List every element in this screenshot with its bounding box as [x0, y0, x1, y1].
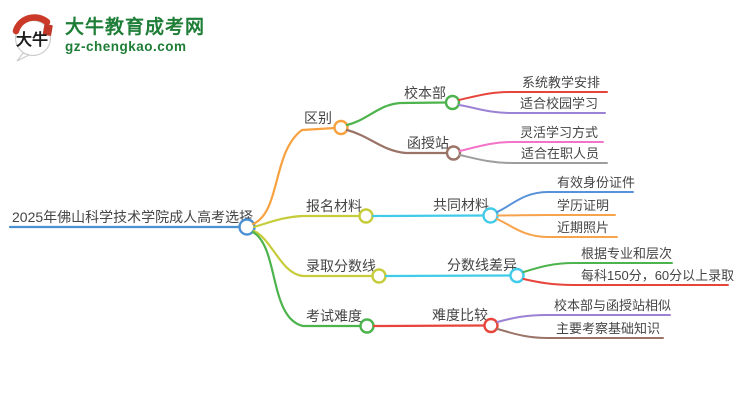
site-domain: gz-chengkao.com — [65, 39, 187, 54]
branch-exam-difficulty: 考试难度 难度比较 校本部与函授站相似 主要考察基础知识 — [251, 230, 671, 339]
leaf-working-people-label: 适合在职人员 — [521, 146, 599, 161]
leaf-flexible-learning-line — [459, 141, 604, 152]
leaf-working-people-line — [459, 154, 608, 164]
leaf-systematic-teaching-line — [458, 91, 608, 101]
node-common-materials-line — [371, 214, 485, 218]
branch-registration-materials-connector — [358, 208, 374, 224]
leaf-systematic-teaching-label: 系统教学安排 — [522, 75, 600, 90]
leaf-campus-study-line — [458, 104, 606, 114]
leaf-major-and-level-line — [522, 262, 673, 273]
branch-admission-score-label: 录取分数线 — [306, 258, 376, 274]
leaf-campus-study-label: 适合校园学习 — [520, 96, 598, 111]
branch-admission-score: 录取分数线 分数线差异 根据专业和层次 每科150分，60分以上录取 — [252, 229, 734, 286]
leaf-recent-photo-line — [496, 218, 618, 238]
leaf-education-proof: 学历证明 — [497, 198, 616, 217]
leaf-education-proof-line — [497, 214, 616, 217]
leaf-systematic-teaching: 系统教学安排 — [458, 75, 608, 101]
speech-bubble-tail — [16, 52, 31, 62]
node-difficulty-comparison-line — [372, 324, 486, 328]
node-common-materials: 共同材料 有效身份证件 学历证明 近期照片 — [371, 175, 635, 238]
node-correspondence-station: 函授站 灵活学习方式 适合在职人员 — [345, 125, 608, 164]
branch-difference: 区别 校本部 系统教学安排 适合校园学习 函授站 — [251, 75, 608, 226]
branch-exam-difficulty-label: 考试难度 — [306, 308, 362, 324]
leaf-major-and-level-label: 根据专业和层次 — [581, 246, 672, 261]
node-main-campus: 校本部 系统教学安排 适合校园学习 — [345, 75, 608, 127]
leaf-basic-knowledge-line — [496, 328, 664, 339]
leaf-basic-knowledge: 主要考察基础知识 — [496, 321, 664, 339]
branch-admission-score-connector — [371, 268, 387, 284]
site-logo: 大牛 大牛教育成考网 gz-chengkao.com — [10, 10, 205, 62]
logo-seal-stamp — [42, 23, 53, 36]
leaf-campus-study: 适合校园学习 — [458, 96, 606, 114]
branch-registration-materials-label: 报名材料 — [306, 198, 362, 214]
daniu-logo-icon: 大牛 — [12, 14, 53, 62]
node-correspondence-station-label: 函授站 — [407, 135, 449, 151]
leaf-flexible-learning-label: 灵活学习方式 — [520, 125, 598, 140]
logo-text-block: 大牛教育成考网 gz-chengkao.com — [65, 17, 205, 55]
leaf-recent-photo-label: 近期照片 — [557, 220, 609, 235]
node-score-difference: 分数线差异 根据专业和层次 每科150分，60分以上录取 — [384, 246, 734, 286]
root-label: 2025年佛山科学技术学院成人高考选择 — [12, 209, 253, 225]
leaf-valid-id-label: 有效身份证件 — [557, 175, 635, 190]
branch-admission-score-line — [252, 229, 374, 278]
leaf-similar-difficulty: 校本部与函授站相似 — [496, 298, 671, 323]
node-difficulty-comparison: 难度比较 校本部与函授站相似 主要考察基础知识 — [372, 298, 671, 339]
node-difficulty-comparison-label: 难度比较 — [432, 307, 488, 323]
branch-exam-difficulty-connector — [359, 318, 375, 334]
node-score-difference-connector — [509, 267, 525, 284]
leaf-flexible-learning: 灵活学习方式 — [459, 125, 604, 152]
leaf-score-rule: 每科150分，60分以上录取 — [522, 268, 734, 286]
branch-difference-label: 区别 — [304, 110, 332, 126]
node-main-campus-line — [345, 101, 448, 127]
leaf-similar-difficulty-line — [496, 314, 671, 323]
leaf-similar-difficulty-label: 校本部与函授站相似 — [554, 298, 671, 313]
leaf-working-people: 适合在职人员 — [459, 146, 608, 164]
node-score-difference-line — [384, 274, 512, 278]
leaf-score-rule-line — [522, 278, 729, 286]
leaf-valid-id: 有效身份证件 — [496, 175, 635, 213]
node-common-materials-connector — [482, 207, 499, 224]
branch-registration-materials-line — [252, 214, 361, 229]
node-score-difference-label: 分数线差异 — [447, 257, 517, 273]
branch-difference-connector — [333, 119, 349, 136]
logo-icon-text: 大牛 — [16, 30, 48, 49]
root-node: 2025年佛山科学技术学院成人高考选择 — [8, 209, 256, 236]
site-name: 大牛教育成考网 — [65, 17, 206, 38]
logo-red-arc — [12, 14, 51, 35]
leaf-recent-photo: 近期照片 — [496, 218, 618, 238]
leaf-score-rule-label: 每科150分，60分以上录取 — [581, 268, 734, 283]
node-common-materials-label: 共同材料 — [433, 197, 489, 213]
node-main-campus-connector — [444, 94, 461, 111]
node-correspondence-station-connector — [445, 145, 462, 161]
leaf-basic-knowledge-label: 主要考察基础知识 — [556, 321, 660, 336]
node-correspondence-station-line — [345, 128, 449, 155]
branch-exam-difficulty-line — [251, 230, 362, 328]
node-main-campus-label: 校本部 — [404, 85, 446, 101]
leaf-valid-id-line — [496, 191, 634, 213]
leaf-education-proof-label: 学历证明 — [557, 198, 609, 213]
branch-difference-line — [251, 126, 337, 226]
branch-registration-materials: 报名材料 共同材料 有效身份证件 学历证明 近期照片 — [252, 175, 635, 238]
node-difficulty-comparison-connector — [483, 317, 499, 334]
leaf-major-and-level: 根据专业和层次 — [522, 246, 673, 273]
